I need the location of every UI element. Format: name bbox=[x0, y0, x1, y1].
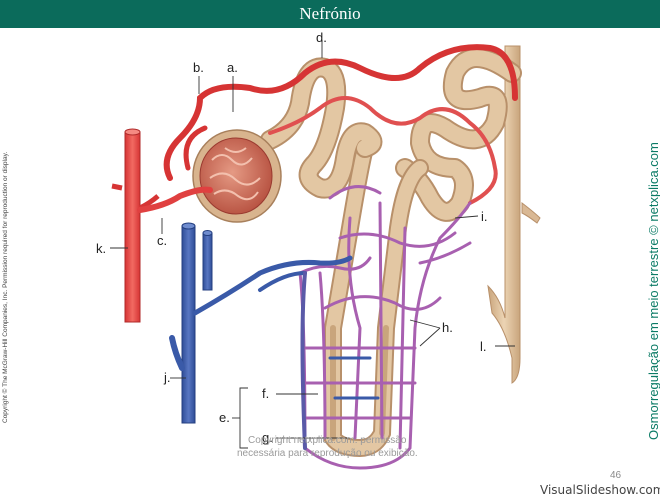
glomerulus bbox=[193, 130, 281, 222]
label-d: d. bbox=[316, 30, 327, 45]
label-i: i. bbox=[481, 209, 488, 224]
label-f: f. bbox=[262, 386, 269, 401]
label-j: j. bbox=[164, 370, 171, 385]
label-b: b. bbox=[193, 60, 204, 75]
label-l: l. bbox=[480, 339, 487, 354]
watermark-line-1: Copyright netxplica.com: permissão bbox=[248, 435, 406, 446]
nephron-diagram bbox=[0, 28, 660, 500]
slide-content: Copyright © The McGraw-Hill Companies, I… bbox=[0, 28, 660, 500]
renal-vein bbox=[172, 223, 212, 423]
label-h: h. bbox=[442, 320, 453, 335]
page-number: 46 bbox=[610, 470, 621, 481]
label-c: c. bbox=[157, 233, 167, 248]
label-k: k. bbox=[96, 241, 106, 256]
watermark-line-2: necessária para reprodução ou exibição. bbox=[237, 448, 418, 459]
slide-title: Nefrónio bbox=[0, 0, 660, 28]
label-e: e. bbox=[219, 410, 230, 425]
distal-tubule bbox=[405, 58, 512, 212]
label-a: a. bbox=[227, 60, 238, 75]
brand-watermark[interactable]: VisualSlideshow.com bbox=[540, 483, 660, 497]
